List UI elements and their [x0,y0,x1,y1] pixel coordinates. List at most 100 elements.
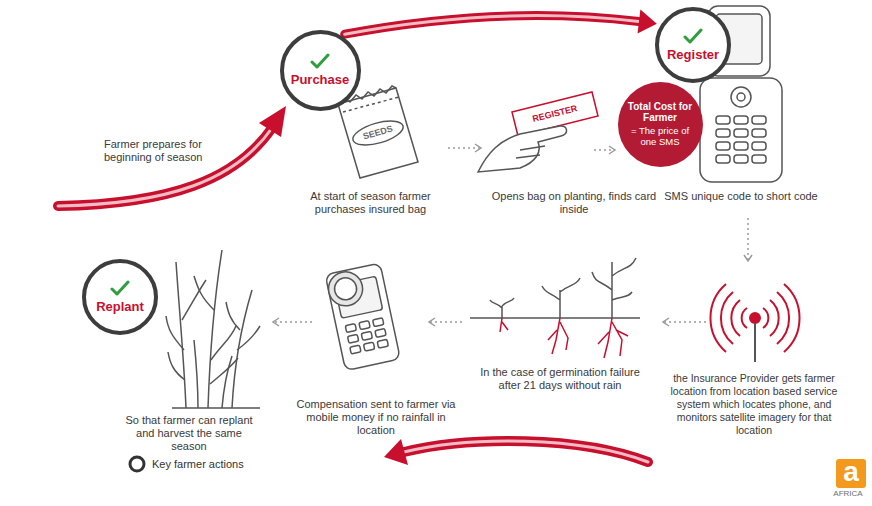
crop-plants [176,262,186,408]
mobile-phone [700,78,782,182]
mobile-money [361,331,372,340]
signal-icon [754,323,756,362]
season-arrow [58,128,272,206]
step-arrows [273,144,752,326]
flow-arrow [345,10,657,35]
crop-plants [166,250,260,408]
mobile-phone [716,142,730,150]
return-arrow [384,439,648,465]
mobile-money [373,318,384,327]
season-arrow [58,106,286,206]
return-arrow [404,441,648,462]
seedlings [500,318,508,332]
legend-text: Key farmer actions [152,458,244,470]
node-note: = The price of one SMS [627,125,693,147]
checkmark-icon [685,30,701,42]
mobile-money [359,321,370,330]
flow-arrow [345,16,639,35]
action-circle: Register [655,7,731,83]
crop-plants [194,340,232,408]
step-arrows [475,144,481,152]
action-circle: Purchase [280,30,361,111]
step-arrows [274,321,312,323]
step-caption: Opens bag on planting, finds card inside [488,190,660,216]
step-arrows [747,218,749,260]
step-caption: the Insurance Provider gets farmer locat… [668,372,840,437]
mobile-phone [716,129,730,137]
mobile-phone [716,155,730,163]
cost-circle: Total Cost for Farmer= The price of one … [618,82,703,167]
return-arrow [404,441,648,462]
mobile-money [345,324,356,333]
legend-swatch [128,455,146,473]
step-caption: In the case of germination failure after… [476,366,644,392]
mobile-money [363,342,374,351]
mobile-money [350,345,361,354]
action-circle: Replant [82,259,158,335]
seedlings [598,318,628,358]
step-note: Farmer prepares for beginning of season [104,138,226,164]
logo-mark: a [836,459,866,488]
step-arrows [448,147,480,149]
circle-content: Register [667,28,719,63]
crop-plants [232,290,252,408]
circle-content: Purchase [291,53,350,88]
seedlings [548,318,568,354]
signal-icon [750,313,760,323]
step-arrows [594,149,614,151]
hand-card [478,92,598,172]
mobile-phone [731,87,751,107]
step-caption: Compensation sent to farmer via mobile m… [290,398,462,437]
mobile-phone [737,93,745,101]
checkmark-icon [682,28,704,45]
checkmark-icon [312,55,328,67]
crop-plants [172,407,260,409]
logo-text: AFRICA [826,489,870,498]
step-arrows [609,146,615,154]
mobile-phone [734,116,748,124]
step-arrows [664,321,706,323]
step-arrows [430,321,462,323]
node-title: Register [667,47,719,63]
signal-icon [710,284,799,362]
seedlings [490,298,514,318]
step-arrows [429,318,435,326]
mobile-money [325,269,365,309]
node-title: Total Cost for Farmer [627,101,693,123]
mobile-phone [752,116,766,124]
step-caption: At start of season farmer purchases insu… [288,190,453,216]
season-arrow [259,106,286,137]
crop-plants [166,280,206,380]
step-arrows [744,255,752,261]
mobile-phone [734,129,748,137]
mobile-phone [716,116,730,124]
return-arrow [384,439,408,465]
circle-content: Total Cost for Farmer= The price of one … [627,101,693,147]
checkmark-icon [309,53,331,70]
hand-card [516,146,545,158]
step-arrows [663,318,669,326]
circle-content: Replant [96,280,144,315]
mobile-phone [734,142,748,150]
mobile-phone [752,142,766,150]
mobile-phone [734,155,748,163]
mobile-phone [752,129,766,137]
node-title: Replant [96,299,144,315]
step-caption: So that farmer can replant and harvest t… [120,414,258,453]
mobile-money [375,329,386,338]
step-arrows [273,318,279,326]
seed-bag [338,86,418,178]
seedlings [592,258,636,318]
mobile-phone [752,155,766,163]
crop-plants [194,276,238,384]
mobile-money [348,334,359,343]
checkmark-icon [112,282,128,294]
flow-arrow [345,16,639,35]
mobile-money [325,263,400,371]
mobile-money [325,263,400,371]
legend-row: Key farmer actions [128,455,244,473]
seedlings [470,317,640,319]
seed-bag [350,116,405,150]
arrow-head [638,10,657,34]
